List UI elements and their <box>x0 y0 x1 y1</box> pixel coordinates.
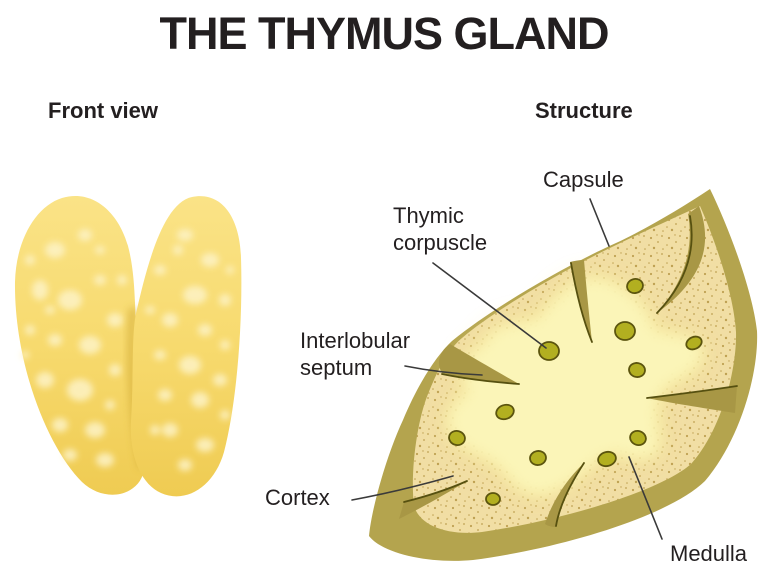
septa <box>399 206 738 527</box>
thymic-corpuscle-leader-line <box>432 262 547 349</box>
right-lobe-lobules <box>145 229 234 471</box>
left-lobe-lobules <box>21 229 127 467</box>
interlobular-septum-label-line1: Interlobular <box>300 328 411 353</box>
corpuscle-dot <box>485 492 501 506</box>
septum-right <box>647 386 737 413</box>
interlobular-septum-leader-line <box>404 365 483 376</box>
corpuscle-dot <box>495 403 515 421</box>
structure-section-label: Structure <box>535 98 633 123</box>
corpuscle-dot <box>614 321 636 341</box>
corpuscle-dot <box>629 429 647 447</box>
capsule-leader-line <box>589 198 610 247</box>
corpuscle-dot <box>597 450 617 468</box>
medulla-leader-line <box>628 456 663 540</box>
capsule-label: Capsule <box>543 167 624 192</box>
septum-bottom-left <box>399 481 467 519</box>
septum-top-right <box>657 206 706 313</box>
cortex-leader-line <box>351 475 454 501</box>
leader-lines <box>351 198 663 540</box>
structure-illustration <box>351 189 758 561</box>
corpuscle-dot <box>628 362 646 378</box>
thymic-corpuscles <box>448 278 703 506</box>
interlobular-septum-label: Interlobular septum <box>300 327 410 381</box>
corpuscle-dot <box>626 278 644 294</box>
cortex-label: Cortex <box>265 485 330 510</box>
corpuscle-dot <box>529 450 547 466</box>
thymic-corpuscle-label: Thymic corpuscle <box>393 202 487 256</box>
front-view-illustration <box>14 195 242 497</box>
page-title: THE THYMUS GLAND <box>159 8 610 59</box>
interlobular-septum-label-line2: septum <box>300 355 373 380</box>
corpuscle-dot <box>448 430 466 446</box>
corpuscle-dot <box>685 335 703 351</box>
medulla-label: Medulla <box>670 541 748 566</box>
thymic-corpuscle-label-line1: Thymic <box>393 203 464 228</box>
thymic-corpuscle-label-line2: corpuscle <box>393 230 488 255</box>
septum-top <box>570 260 592 342</box>
front-view-section-label: Front view <box>48 98 159 123</box>
